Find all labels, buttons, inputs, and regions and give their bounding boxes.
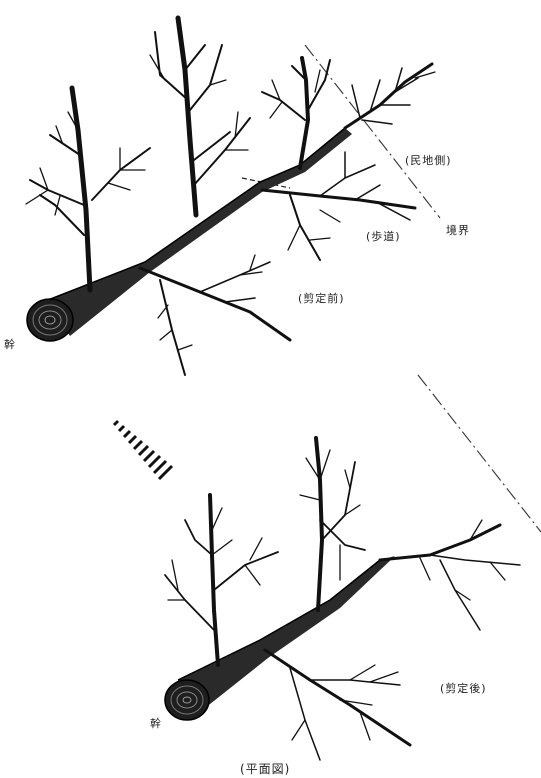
tree-before-pruning [25, 15, 441, 376]
main-limb-bottom-edge [177, 559, 381, 681]
label-trunk-bottom: 幹 [150, 717, 162, 730]
label-residential-side: (民地側) [405, 154, 452, 167]
tree-after-pruning [164, 374, 541, 761]
label-boundary: 境界 [446, 224, 470, 237]
branches-bottom [164, 436, 521, 761]
label-before-pruning: (剪定前) [298, 292, 345, 305]
label-after-pruning: (剪定後) [440, 682, 487, 695]
hatched-arrow-icon [112, 419, 174, 481]
main-limb-top [48, 128, 352, 336]
main-limb-top-edge [47, 127, 346, 301]
label-sidewalk: (歩道) [366, 230, 401, 243]
main-limb-bottom [178, 556, 395, 712]
trunk-section-bottom [164, 679, 210, 721]
boundary-line-bottom [417, 374, 541, 533]
trunk-section-top [26, 298, 74, 342]
label-plan-view: (平面図) [240, 762, 291, 776]
label-trunk-top: 幹 [4, 338, 16, 351]
branches-top [25, 15, 436, 376]
